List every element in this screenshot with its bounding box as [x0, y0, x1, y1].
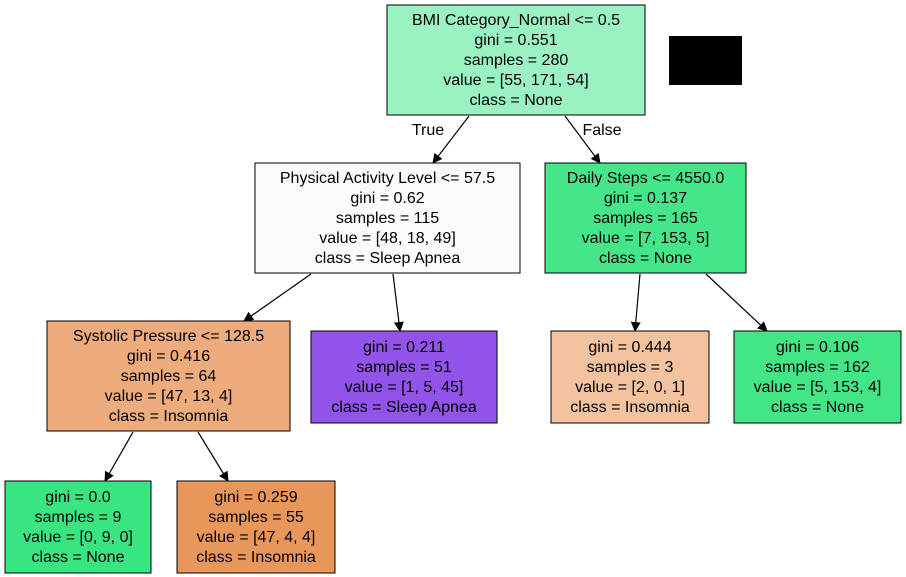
- node-text-line: class = None: [470, 92, 563, 109]
- edge-n2-n5: [630, 273, 641, 332]
- edge-arrow: [630, 273, 641, 332]
- edge-label-false: False: [582, 122, 621, 139]
- node-text-line: gini = 0.444: [588, 339, 671, 356]
- edge-label-true: True: [412, 122, 444, 139]
- node-text-line: samples = 162: [765, 359, 870, 376]
- redaction-block: [669, 36, 742, 85]
- node-text-line: Daily Steps <= 4550.0: [567, 170, 725, 187]
- node-text-line: value = [47, 4, 4]: [197, 529, 316, 546]
- edge-arrow: [705, 273, 768, 332]
- node-text-line: value = [2, 0, 1]: [575, 379, 685, 396]
- node-box: [733, 330, 902, 424]
- tree-node-n3: Systolic Pressure <= 128.5 gini = 0.416 sa…: [46, 320, 291, 432]
- node-text-line: value = [47, 13, 4]: [105, 388, 233, 405]
- edge-arrow: [432, 115, 470, 164]
- tree-node-n5: gini = 0.444 samples = 3 value = [2, 0, 1]…: [550, 330, 710, 424]
- tree-node-n0: BMI Category_Normal <= 0.5 gini = 0.551 sa…: [386, 4, 646, 116]
- node-text-line: value = [0, 9, 0]: [23, 529, 133, 546]
- node-text-line: Systolic Pressure <= 128.5: [73, 328, 264, 345]
- edge-arrow: [392, 273, 404, 332]
- edge-n2-n6: [705, 273, 768, 332]
- tree-node-n6: gini = 0.106 samples = 162 value = [5, 153…: [733, 330, 902, 424]
- edge-arrow: [564, 115, 601, 164]
- node-text-line: gini = 0.259: [214, 489, 297, 506]
- edge-n3-n7: [104, 431, 134, 482]
- node-text-line: samples = 165: [593, 210, 698, 227]
- node-text-line: gini = 0.551: [474, 32, 557, 49]
- edges-layer: True False: [104, 115, 768, 482]
- node-text-line: value = [48, 18, 49]: [319, 230, 456, 247]
- node-text-line: class = Insomnia: [570, 399, 690, 416]
- node-box: [386, 4, 646, 116]
- node-text-line: samples = 51: [356, 359, 452, 376]
- nodes-layer: BMI Category_Normal <= 0.5 gini = 0.551 sa…: [4, 4, 902, 574]
- node-text-line: samples = 55: [208, 509, 304, 526]
- node-text-line: samples = 115: [336, 210, 439, 227]
- node-box: [46, 320, 291, 432]
- node-text-line: value = [5, 153, 4]: [754, 379, 882, 396]
- edge-arrow: [243, 273, 312, 322]
- node-text-line: gini = 0.0: [45, 489, 110, 506]
- node-text-line: Physical Activity Level <= 57.5: [280, 170, 495, 187]
- node-text-line: gini = 0.137: [604, 190, 687, 207]
- edge-n0-n2: False: [564, 115, 622, 164]
- node-box: [254, 162, 521, 274]
- node-text-line: samples = 280: [464, 52, 569, 69]
- node-text-line: gini = 0.62: [350, 190, 424, 207]
- node-text-line: samples = 9: [35, 509, 122, 526]
- node-text-line: class = None: [599, 250, 692, 267]
- tree-node-n4: gini = 0.211 samples = 51 value = [1, 5, 4…: [310, 330, 498, 424]
- node-text-line: class = Sleep Apnea: [331, 399, 477, 416]
- node-text-line: gini = 0.416: [127, 348, 210, 365]
- edge-arrow: [104, 431, 134, 482]
- node-text-line: value = [55, 171, 54]: [443, 72, 588, 89]
- tree-node-n8: gini = 0.259 samples = 55 value = [47, 4, …: [176, 480, 336, 574]
- node-text-line: gini = 0.211: [363, 339, 445, 356]
- node-text-line: BMI Category_Normal <= 0.5: [412, 12, 620, 29]
- node-text-line: samples = 3: [587, 359, 674, 376]
- edge-n1-n4: [392, 273, 404, 332]
- node-text-line: gini = 0.106: [776, 339, 859, 356]
- edge-n1-n3: [243, 273, 312, 322]
- tree-node-n2: Daily Steps <= 4550.0 gini = 0.137 samples…: [544, 162, 747, 274]
- node-text-line: class = None: [32, 549, 125, 566]
- edge-arrow: [197, 431, 229, 482]
- tree-node-n7: gini = 0.0 samples = 9 value = [0, 9, 0] cl…: [4, 480, 152, 574]
- node-box: [544, 162, 747, 274]
- node-text-line: class = Insomnia: [109, 408, 229, 425]
- node-text-line: samples = 64: [121, 368, 217, 385]
- node-box: [4, 480, 152, 574]
- node-box: [310, 330, 498, 424]
- tree-node-n1: Physical Activity Level <= 57.5 gini = 0.…: [254, 162, 521, 274]
- edge-n3-n8: [197, 431, 229, 482]
- node-text-line: value = [7, 153, 5]: [582, 230, 710, 247]
- node-text-line: class = None: [771, 399, 864, 416]
- node-text-line: value = [1, 5, 45]: [345, 379, 464, 396]
- node-box: [176, 480, 336, 574]
- edge-n0-n1: True: [412, 115, 470, 164]
- node-box: [550, 330, 710, 424]
- node-text-line: class = Insomnia: [196, 549, 316, 566]
- node-text-line: class = Sleep Apnea: [315, 250, 461, 267]
